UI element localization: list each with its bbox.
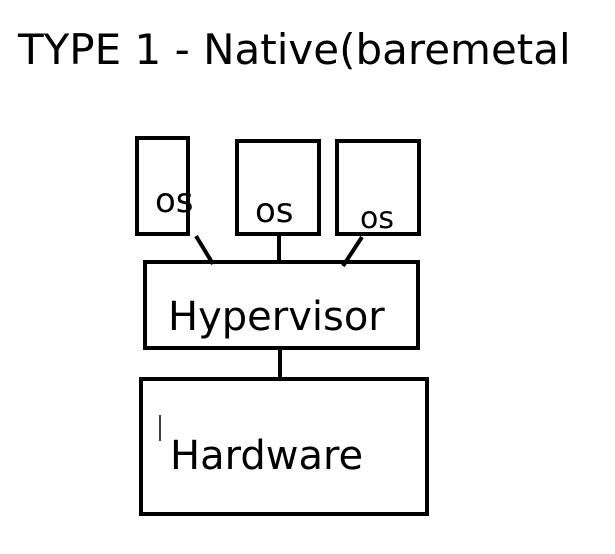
os-box: os xyxy=(335,139,421,236)
os-box-frame xyxy=(135,136,190,236)
os-hypervisor-connector xyxy=(194,234,215,266)
os-box-label: os xyxy=(360,201,394,236)
hypervisor-box-frame xyxy=(143,260,420,350)
hypervisor-label: Hypervisor xyxy=(168,294,385,340)
os-box-frame xyxy=(335,139,421,236)
os-box-label: os xyxy=(255,191,294,231)
hardware-box: Hardware xyxy=(139,377,429,516)
os-box-frame xyxy=(235,139,321,236)
hardware-box-frame xyxy=(139,377,429,516)
diagram-title: TYPE 1 - Native(baremetal xyxy=(17,25,571,74)
hardware-label: Hardware xyxy=(170,433,363,479)
hypervisor-box: Hypervisor xyxy=(143,260,420,350)
os-box-label: os xyxy=(155,181,194,221)
os-box: os xyxy=(135,136,194,236)
os-box: os xyxy=(235,139,321,236)
